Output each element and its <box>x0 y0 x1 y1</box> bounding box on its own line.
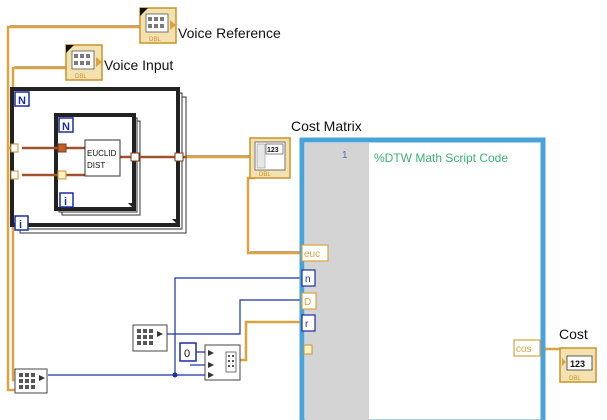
wire-junction <box>172 372 178 378</box>
input-d[interactable]: D <box>301 292 317 310</box>
output-cos[interactable]: cos <box>513 339 541 357</box>
mathscript-node[interactable]: 1 %DTW Math Script Code <box>299 137 546 420</box>
inner-count-label: N <box>62 121 70 133</box>
cost-digits: 123 <box>570 359 585 369</box>
voice-input-label: Voice Input <box>104 57 174 73</box>
cost-label: Cost <box>559 326 588 342</box>
euclid-dist-subvi[interactable]: EUCLID DIST <box>84 139 121 177</box>
voice-reference-label: Voice Reference <box>178 25 281 41</box>
numeric-constant-zero[interactable]: 0 <box>179 342 197 362</box>
array-size-function-1[interactable] <box>132 324 168 352</box>
svg-text:cos: cos <box>516 344 532 355</box>
cost-indicator[interactable]: 123 DBL <box>559 347 597 383</box>
inner-iteration-terminal[interactable]: i <box>59 192 74 208</box>
outer-count-label: N <box>18 95 26 107</box>
cost-type: DBL <box>569 376 581 382</box>
inner-iteration-label: i <box>64 196 67 208</box>
euclid-label-2: DIST <box>87 161 105 170</box>
initialize-array-function[interactable] <box>204 344 241 381</box>
wire-to-r <box>240 320 302 362</box>
input-r[interactable]: r <box>301 314 316 332</box>
svg-text:D: D <box>304 297 311 308</box>
voice-reference-type: DBL <box>149 37 161 43</box>
error-terminal[interactable] <box>303 344 313 355</box>
voice-input-type: DBL <box>75 74 87 80</box>
code-line-number: 1 <box>342 150 348 161</box>
inner-count-terminal[interactable]: N <box>58 117 74 133</box>
svg-text:n: n <box>305 274 311 285</box>
array-size-function-2[interactable] <box>14 368 48 394</box>
outer-iteration-label: i <box>19 219 22 231</box>
svg-text:r: r <box>305 319 309 330</box>
svg-text:euc: euc <box>304 249 320 260</box>
outer-count-terminal[interactable]: N <box>14 91 30 107</box>
euclid-label-1: EUCLID <box>87 149 117 158</box>
cost-matrix-digits: 123 <box>267 147 279 154</box>
cost-matrix-type: DBL <box>259 172 271 178</box>
voice-input-control[interactable]: DBL <box>65 44 103 81</box>
cost-matrix-label: Cost Matrix <box>291 118 362 134</box>
script-code[interactable]: %DTW Math Script Code <box>374 151 508 165</box>
blue-wires <box>48 277 302 376</box>
input-euc[interactable]: euc <box>301 244 329 262</box>
input-n[interactable]: n <box>301 269 316 287</box>
voice-reference-control[interactable]: DBL <box>139 7 177 44</box>
outer-iteration-terminal[interactable]: i <box>14 215 29 231</box>
cost-matrix-indicator[interactable]: 123 DBL <box>249 137 291 179</box>
constant-zero-value: 0 <box>184 348 190 360</box>
loop-tunnels <box>10 143 184 180</box>
